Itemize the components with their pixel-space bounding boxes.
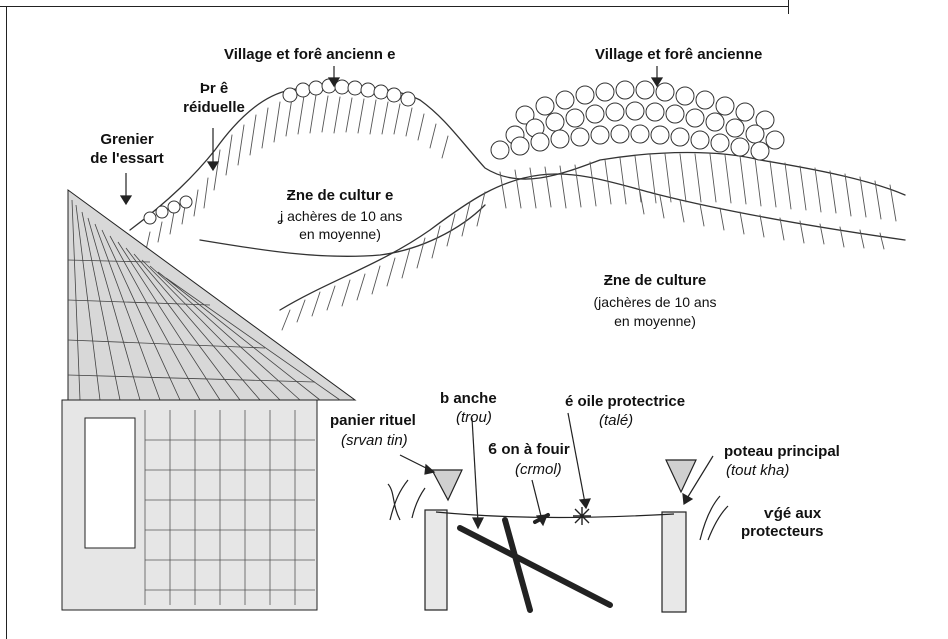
granary-door	[85, 418, 135, 548]
label-zone-right-title: Ƶne de culture	[560, 272, 750, 290]
protective-rope	[436, 512, 674, 518]
protective-star	[573, 507, 591, 525]
label-village-left: Village et forê ancienn e	[224, 46, 395, 64]
label-grenier-1: Grenier	[75, 131, 179, 149]
label-vegetaux-2: protecteurs	[741, 523, 824, 541]
label-etoile: é oile protectrice	[565, 393, 685, 411]
label-panier-local: (srvan tin)	[341, 432, 408, 450]
label-poteau: poteau principal	[724, 443, 840, 461]
label-zone-left-line2: en moyenne)	[250, 226, 430, 243]
label-etoile-local: (talé)	[599, 412, 633, 430]
branch-stick	[460, 528, 610, 605]
left-plant	[388, 480, 425, 520]
label-village-right: Village et forê ancienne	[595, 46, 762, 64]
label-zone-right-line1: (jachères de 10 ans	[560, 294, 750, 311]
label-zone-left-title: Ƶne de cultur e	[250, 187, 430, 205]
label-vegetaux-1: ѵǵé aux	[764, 505, 821, 523]
label-panier: panier rituel	[330, 412, 416, 430]
label-zone-left-line1: ʝ achères de 10 ans	[250, 208, 430, 225]
main-post	[662, 512, 686, 612]
label-baton: ϐ on à fouir	[488, 441, 570, 459]
label-foret-residuelle-2: réiduelle	[175, 99, 253, 117]
label-grenier-2: de l'essart	[75, 150, 179, 168]
right-plant	[700, 496, 728, 540]
post-basket	[666, 460, 696, 492]
label-foret-residuelle-1: Ϸr ê	[175, 80, 253, 98]
left-post	[425, 510, 447, 610]
label-branche-local: (trou)	[456, 409, 492, 427]
granary-hut	[62, 190, 355, 610]
ritual-basket	[432, 470, 462, 500]
ritual-structure	[388, 460, 728, 612]
forest-canopy-right	[491, 81, 784, 160]
label-branche: b anche	[440, 390, 497, 408]
label-baton-local: (crmol)	[515, 461, 562, 479]
right-hill-hatching	[500, 154, 896, 221]
label-poteau-local: (tout kha)	[726, 462, 789, 480]
label-zone-right-line2: en moyenne)	[560, 313, 750, 330]
